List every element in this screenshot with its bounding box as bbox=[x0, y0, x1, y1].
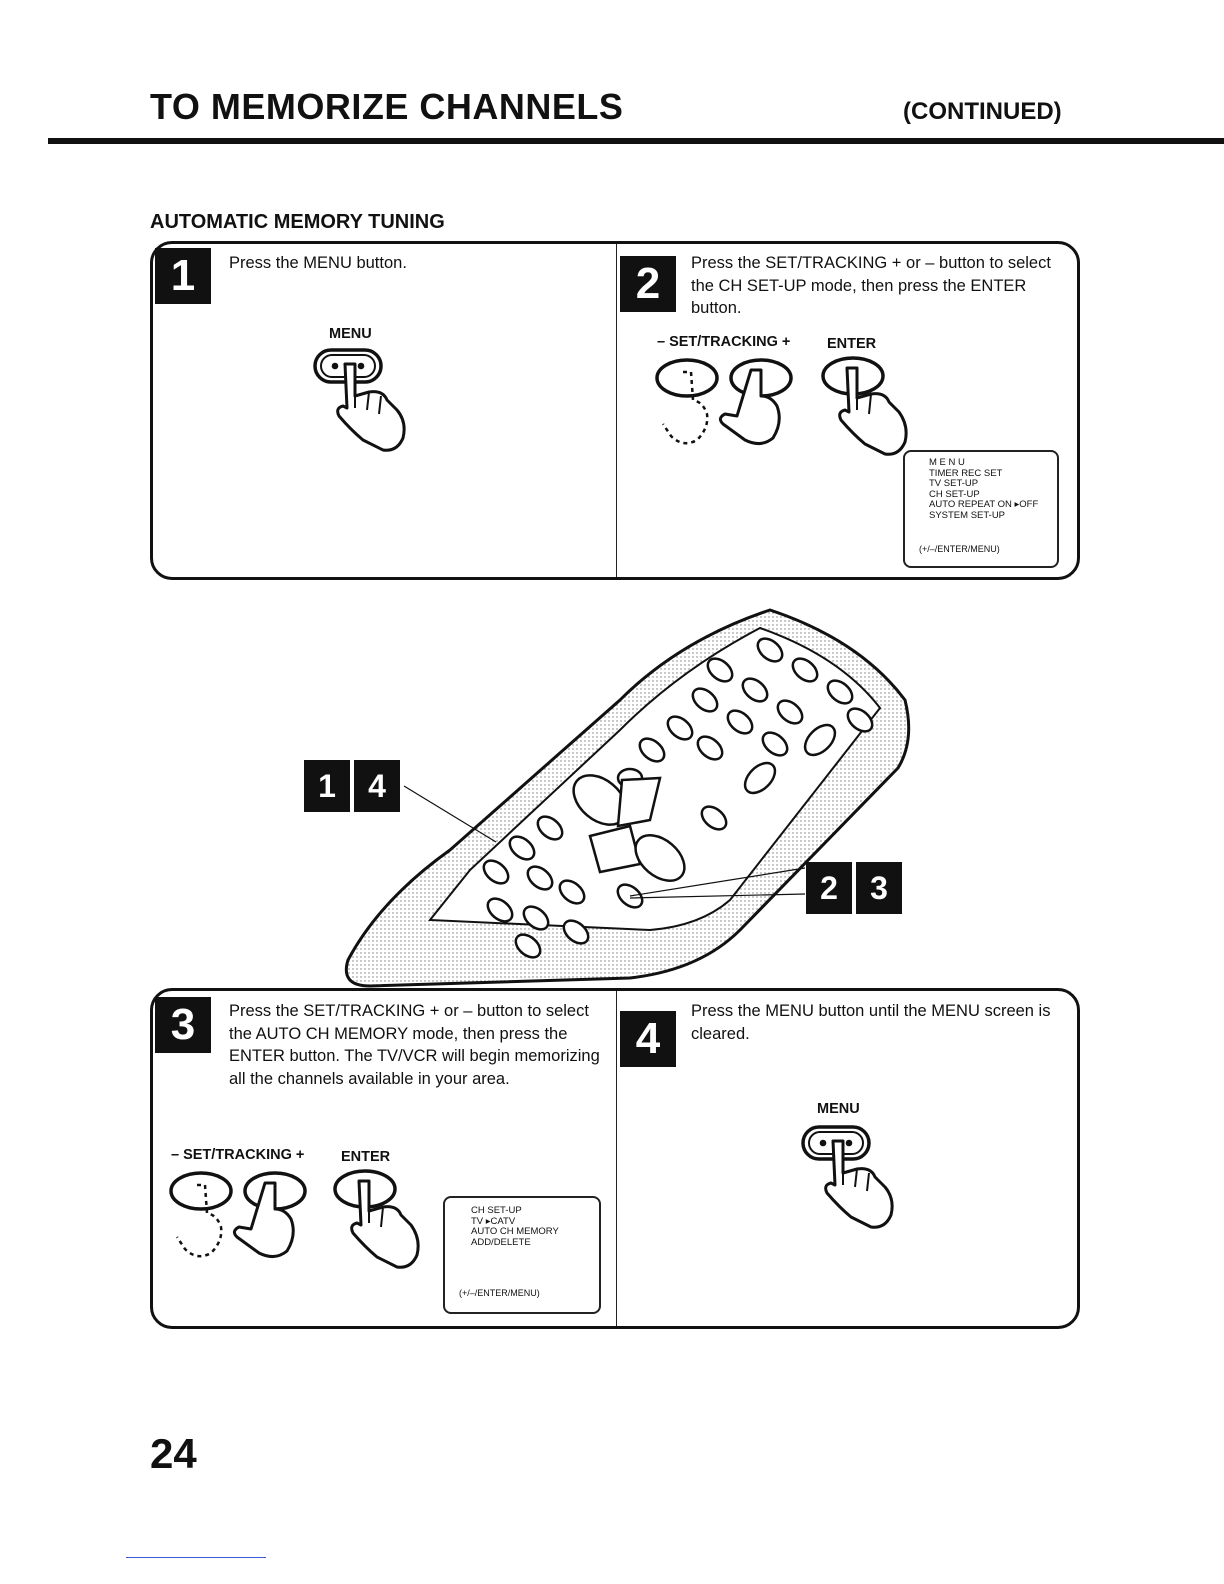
remote-control-illustration bbox=[344, 608, 911, 988]
steps-1-2-panel: 1 Press the MENU button. MENU 2 Press th… bbox=[150, 241, 1080, 580]
step-1-text: Press the MENU button. bbox=[229, 254, 407, 272]
osd-ch-setup-footer: (+/–/ENTER/MENU) bbox=[459, 1288, 540, 1298]
osd-ch-setup-line: AUTO CH MEMORY bbox=[471, 1226, 559, 1237]
step-2-text: Press the SET/TRACKING + or – button to … bbox=[691, 254, 1051, 317]
osd-ch-setup-line: TV ▸CATV bbox=[471, 1215, 516, 1227]
osd-menu-line: SYSTEM SET-UP bbox=[929, 509, 1006, 521]
menu-button-label: MENU bbox=[329, 326, 372, 342]
enter-label: ENTER bbox=[827, 336, 877, 352]
callout-number: 1 bbox=[304, 760, 350, 812]
menu-button-label: MENU bbox=[817, 1101, 860, 1117]
step-4-badge: 4 bbox=[620, 1011, 676, 1067]
enter-button-hand-icon bbox=[333, 1169, 420, 1269]
osd-menu-line: TIMER REC SET bbox=[929, 467, 1003, 479]
step-3-text: Press the SET/TRACKING + or – button to … bbox=[229, 1002, 600, 1088]
panel-divider bbox=[616, 991, 617, 1326]
step-4-text: Press the MENU button until the MENU scr… bbox=[691, 1002, 1051, 1043]
osd-menu-title: M E N U bbox=[929, 457, 965, 468]
osd-menu-line: AUTO REPEAT ON ▸OFF bbox=[929, 499, 1039, 510]
step-2-badge: 2 bbox=[620, 256, 676, 312]
osd-ch-setup-screen: CH SET-UP TV ▸CATV AUTO CH MEMORY ADD/DE… bbox=[443, 1196, 601, 1314]
step-1-badge: 1 bbox=[155, 248, 211, 304]
page-number: 24 bbox=[150, 1430, 197, 1477]
enter-label: ENTER bbox=[341, 1149, 391, 1165]
title-rule bbox=[48, 138, 1224, 144]
steps-3-4-panel: 3 Press the SET/TRACKING + or – button t… bbox=[150, 988, 1080, 1329]
set-tracking-buttons-hand-icon bbox=[655, 358, 793, 445]
callout-steps-1-4: 1 4 bbox=[304, 760, 400, 812]
callout-number: 2 bbox=[806, 862, 852, 914]
section-heading: AUTOMATIC MEMORY TUNING bbox=[150, 211, 445, 233]
page-title: TO MEMORIZE CHANNELS bbox=[150, 86, 624, 127]
osd-menu-screen: M E N U TIMER REC SET TV SET-UP CH SET-U… bbox=[903, 450, 1059, 568]
menu-button-hand-icon bbox=[801, 1125, 894, 1229]
set-tracking-buttons-hand-icon bbox=[169, 1171, 307, 1258]
footer-rule bbox=[126, 1557, 266, 1558]
osd-ch-setup-line: CH SET-UP bbox=[471, 1205, 522, 1216]
step-3-badge: 3 bbox=[155, 997, 211, 1053]
continued-label: (CONTINUED) bbox=[903, 98, 1062, 125]
set-tracking-label: – SET/TRACKING + bbox=[171, 1147, 305, 1163]
panel-divider bbox=[616, 244, 617, 577]
osd-menu-line: TV SET-UP bbox=[929, 478, 979, 489]
callout-steps-2-3: 2 3 bbox=[806, 862, 902, 914]
enter-button-hand-icon bbox=[821, 356, 908, 456]
menu-button-hand-icon bbox=[313, 348, 406, 452]
osd-menu-line: CH SET-UP bbox=[929, 488, 980, 500]
osd-menu-footer: (+/–/ENTER/MENU) bbox=[919, 544, 1000, 554]
callout-number: 4 bbox=[354, 760, 400, 812]
set-tracking-label: – SET/TRACKING + bbox=[657, 334, 791, 350]
osd-ch-setup-line: ADD/DELETE bbox=[471, 1236, 531, 1248]
callout-number: 3 bbox=[856, 862, 902, 914]
